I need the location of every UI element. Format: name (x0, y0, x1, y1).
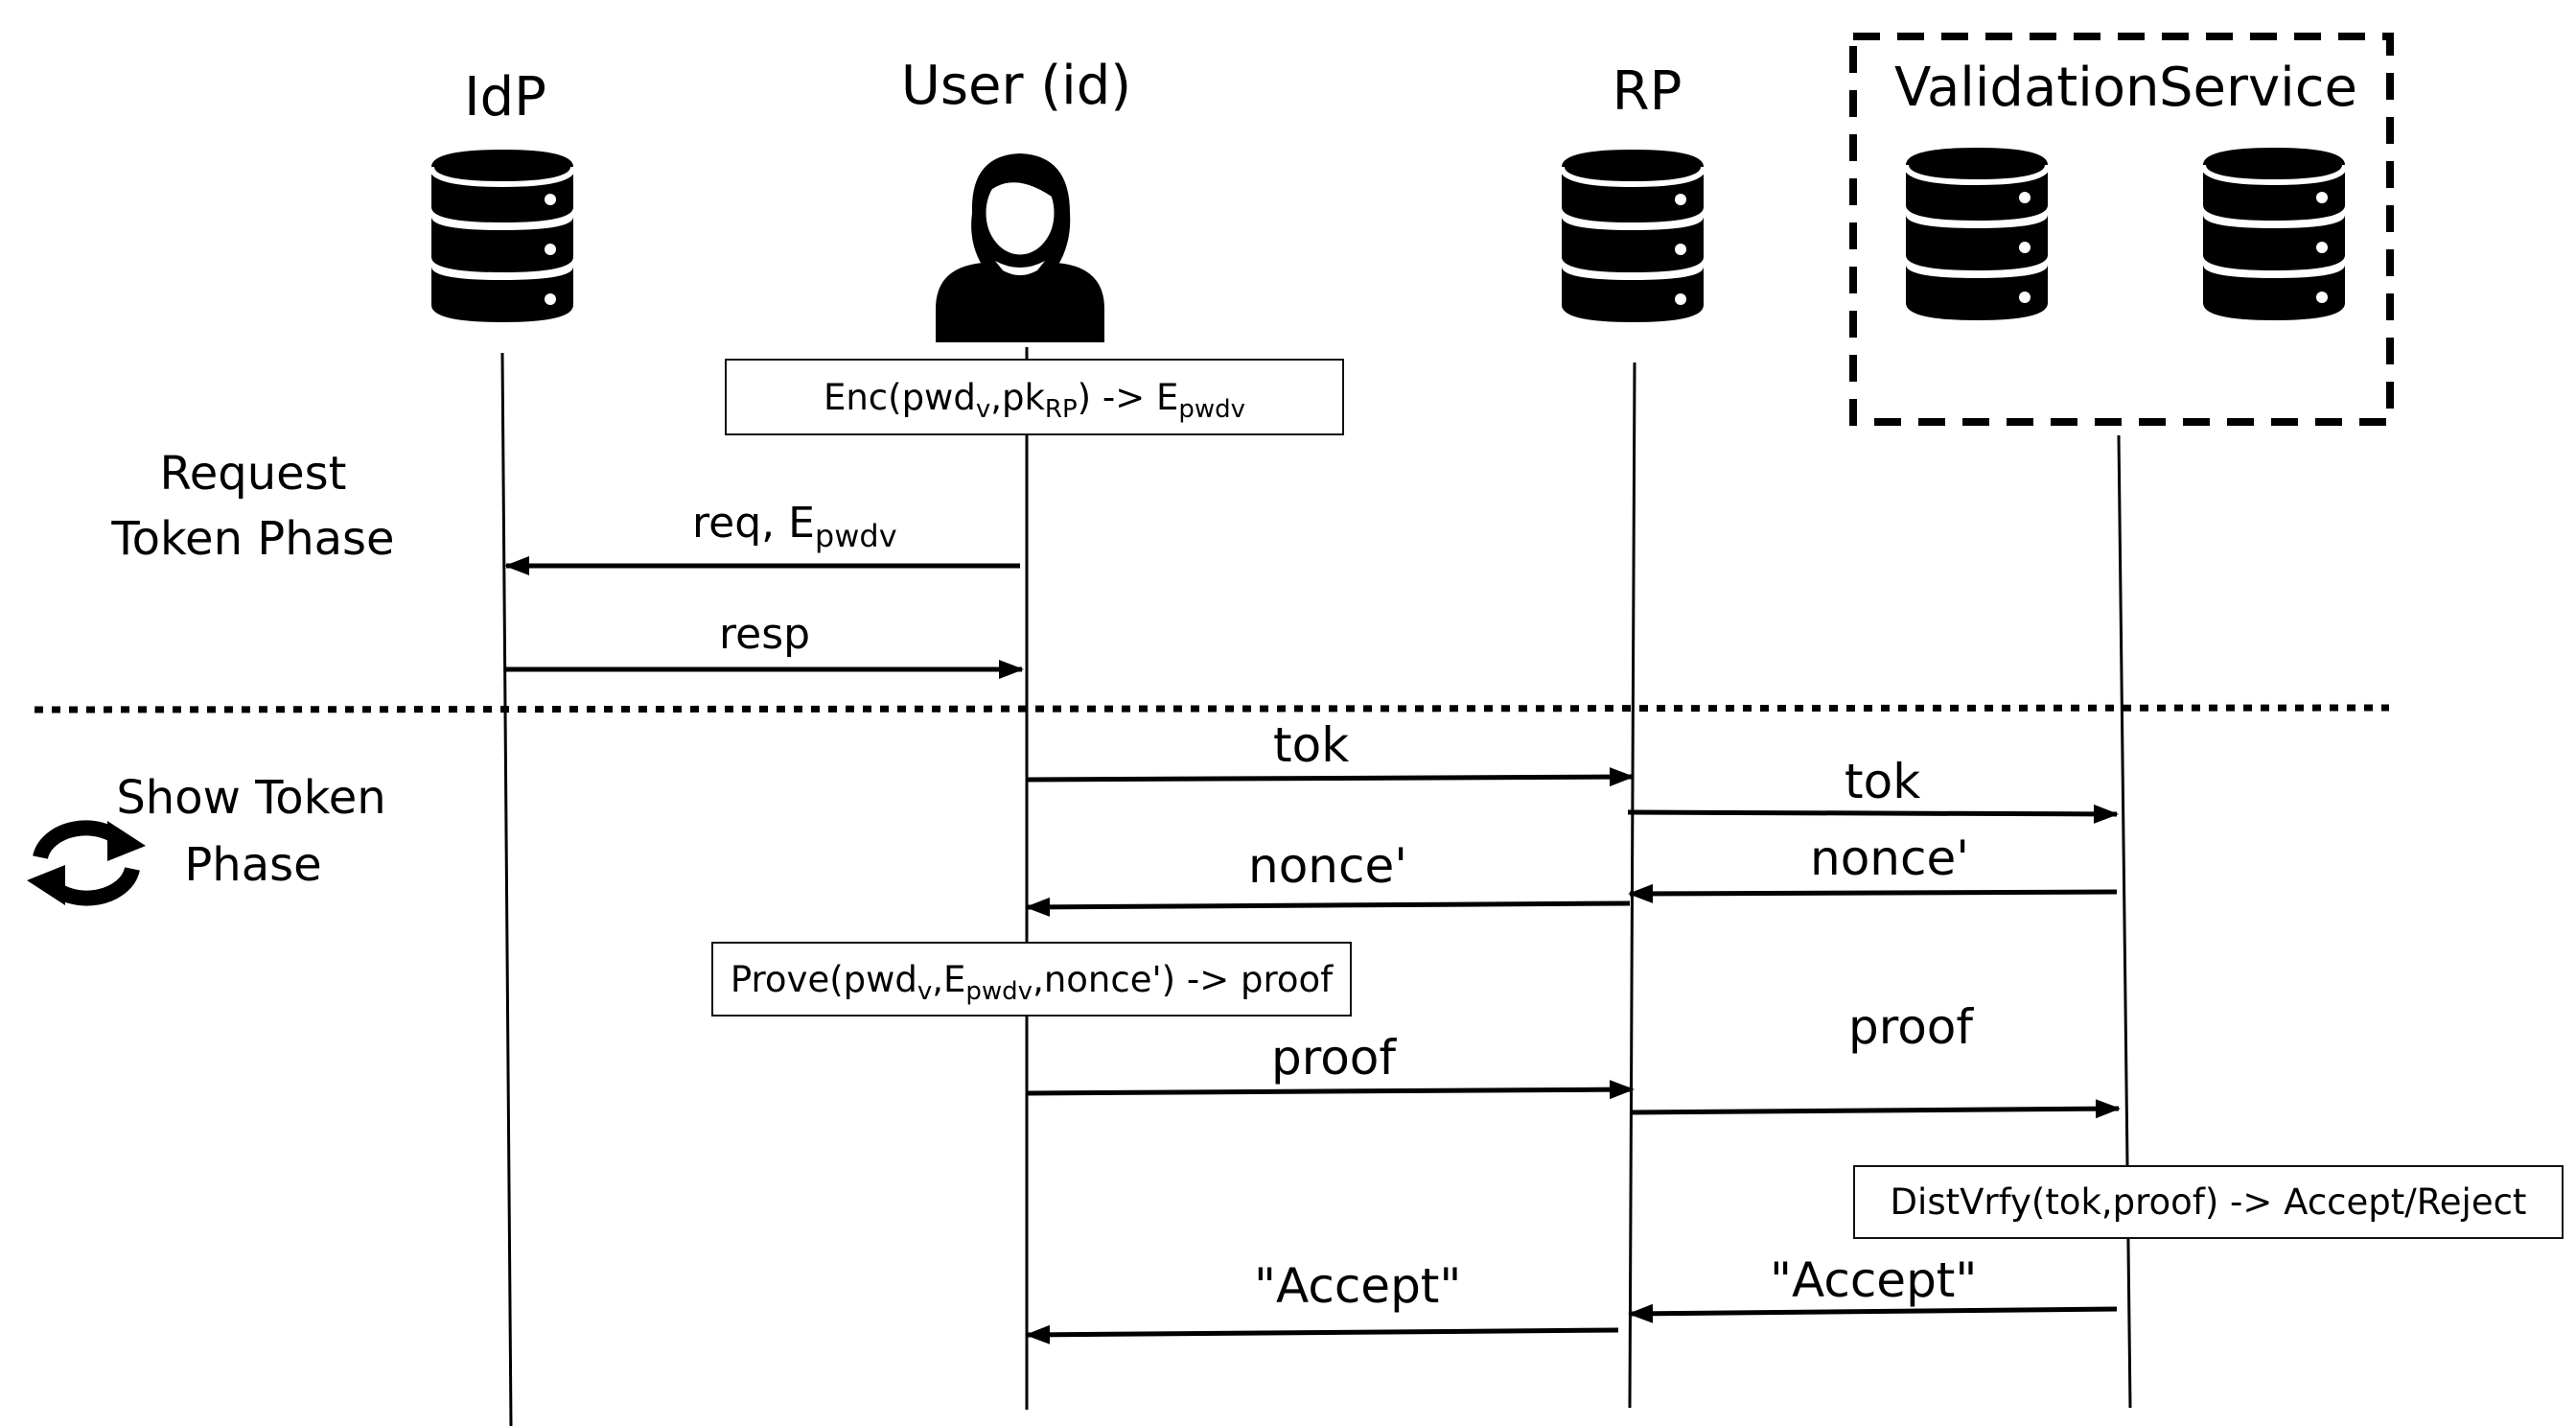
user-person-icon (936, 153, 1104, 342)
phase-show-line1: Show Token (116, 771, 386, 825)
validation-server-1-icon (1906, 148, 2048, 320)
phase-show-line2: Phase (184, 838, 322, 892)
idp-server-icon (431, 150, 573, 322)
validation-service-group (1849, 33, 2394, 426)
phase-request-line2: Token Phase (111, 512, 395, 566)
participant-user: User (id) (900, 55, 1132, 117)
phase-separator (34, 704, 2390, 713)
lifeline-idp (500, 352, 513, 1426)
arrow-tok-rp-vs (1627, 804, 2119, 824)
msg-nonce-vs-rp: nonce' (1810, 830, 1969, 886)
arrow-proof-rp-vs (1629, 1099, 2121, 1119)
arrow-accept-vs-rp (1628, 1303, 2118, 1323)
msg-proof-user-rp: proof (1271, 1030, 1396, 1086)
msg-resp: resp (719, 610, 811, 659)
enc-text: Enc(pwdv,pkRP) -> Epwdv (823, 376, 1246, 424)
msg-proof-rp-vs: proof (1848, 999, 1973, 1055)
msg-req: req, Epwdv (692, 499, 897, 554)
msg-tok-user-rp: tok (1273, 717, 1350, 773)
participant-rp: RP (1612, 60, 1683, 123)
lifeline-rp (1628, 362, 1636, 1409)
lifeline-validation-service (2117, 434, 2132, 1409)
msg-tok-rp-vs: tok (1845, 754, 1921, 809)
msg-nonce-rp-user: nonce' (1248, 838, 1407, 894)
msg-accept-rp-user: "Accept" (1254, 1258, 1462, 1314)
arrow-proof-user-rp (1026, 1080, 1635, 1100)
rp-server-icon (1562, 150, 1704, 322)
phase-request-line1: Request (159, 447, 347, 501)
arrow-nonce-vs-rp (1628, 883, 2118, 903)
validation-server-2-icon (2203, 148, 2345, 320)
arrow-nonce-rp-user (1025, 897, 1631, 917)
enc-box: Enc(pwdv,pkRP) -> Epwdv (725, 359, 1344, 435)
arrow-tok-user-rp (1026, 767, 1635, 787)
refresh-cycle-icon (27, 820, 146, 906)
distvrfy-box: DistVrfy(tok,proof) -> Accept/Reject (1853, 1165, 2564, 1239)
arrow-accept-rp-user (1025, 1324, 1619, 1344)
distvrfy-text: DistVrfy(tok,proof) -> Accept/Reject (1890, 1181, 2527, 1223)
participant-validation-word1: Validation (1894, 57, 2160, 119)
participant-idp: IdP (464, 66, 546, 129)
prove-box: Prove(pwdv,Epwdv,nonce') -> proof (711, 942, 1352, 1017)
prove-text: Prove(pwdv,Epwdv,nonce') -> proof (730, 958, 1334, 1006)
msg-accept-vs-rp: "Accept" (1770, 1252, 1978, 1308)
participant-validation-word2: Service (2159, 57, 2357, 119)
